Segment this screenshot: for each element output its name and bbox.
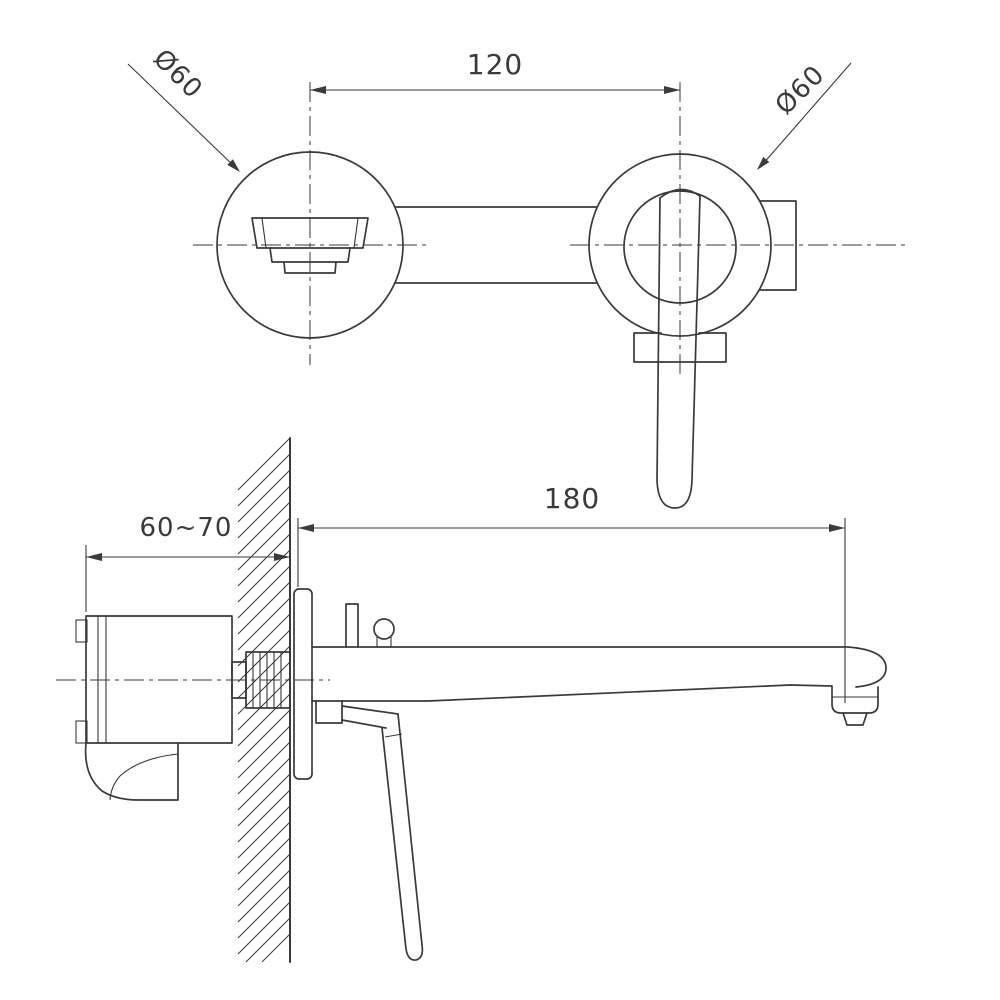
hatch-line bbox=[237, 869, 291, 923]
spout-base-block bbox=[315, 700, 343, 724]
left-escutcheon-circle bbox=[216, 151, 404, 339]
hatch-line bbox=[237, 501, 291, 555]
dimension-spout-reach: 180 bbox=[297, 482, 846, 703]
dim-left-d60-label: Ø60 bbox=[147, 44, 208, 105]
side-body-rectangle bbox=[759, 200, 797, 291]
front-view: 120 Ø60 Ø60 bbox=[127, 44, 905, 509]
hatch-line bbox=[237, 581, 291, 635]
hatch-line bbox=[237, 821, 291, 875]
dimension-right-diameter: Ø60 bbox=[757, 60, 852, 170]
dim-6070-arrow-right bbox=[274, 553, 290, 561]
dimension-wall-depth: 60~70 bbox=[85, 513, 290, 612]
hatch-line bbox=[237, 853, 291, 907]
dim-right-d60-label: Ø60 bbox=[770, 60, 831, 121]
left-escutcheon-front bbox=[216, 151, 404, 339]
hatch-line bbox=[245, 917, 291, 963]
right-escutcheon-front bbox=[588, 153, 797, 509]
dim-180-arrow-left bbox=[298, 524, 314, 532]
hatch-line bbox=[237, 469, 291, 523]
leader-right-arrow bbox=[757, 156, 770, 170]
dim-120-label: 120 bbox=[467, 48, 523, 81]
leader-left-arrow bbox=[227, 159, 240, 172]
hatch-line bbox=[237, 773, 291, 827]
concealed-valve-body bbox=[75, 615, 291, 801]
dim-6070-label: 60~70 bbox=[140, 513, 233, 543]
lever-bracket-bottom bbox=[341, 719, 387, 729]
dim-6070-arrow-left bbox=[86, 553, 102, 561]
handle-lever-front bbox=[656, 195, 701, 509]
side-view: 60~70 180 bbox=[56, 437, 887, 963]
right-escutcheon-circle bbox=[588, 153, 772, 337]
hatch-line bbox=[237, 597, 291, 651]
hatch-line bbox=[237, 565, 291, 619]
spout-step-2 bbox=[283, 261, 337, 274]
handle-base-circle bbox=[623, 190, 737, 304]
dim-180-label: 180 bbox=[544, 482, 600, 515]
dim-120-arrow-left bbox=[310, 86, 326, 94]
hatch-line bbox=[261, 933, 291, 963]
dim-120-arrow-right bbox=[664, 86, 680, 94]
hatch-line bbox=[237, 453, 291, 507]
hatch-line bbox=[237, 709, 291, 763]
dimension-left-diameter: Ø60 bbox=[127, 44, 240, 172]
lever-arm bbox=[381, 713, 424, 961]
hatch-line bbox=[237, 725, 291, 779]
spout-top-edge bbox=[311, 646, 887, 688]
hatch-line bbox=[237, 741, 291, 795]
handle-side bbox=[315, 700, 424, 961]
threaded-section bbox=[245, 651, 291, 709]
wall-flange bbox=[293, 588, 313, 780]
aerator-tip bbox=[842, 712, 868, 726]
valve-tab-bottom bbox=[75, 720, 88, 744]
aerator-body bbox=[831, 686, 879, 714]
leader-left-line bbox=[127, 63, 237, 169]
spout-band-inner-right bbox=[353, 217, 359, 249]
body-bar-front bbox=[394, 206, 598, 284]
hatch-line bbox=[237, 885, 291, 939]
elbow-inner-curve bbox=[109, 753, 179, 801]
hatch-line bbox=[237, 517, 291, 571]
elbow-outline bbox=[84, 742, 179, 801]
hatch-line bbox=[237, 485, 291, 539]
dim-180-arrow-right bbox=[829, 524, 845, 532]
spout-band-inner-left bbox=[261, 217, 267, 249]
centerlines-front bbox=[193, 82, 905, 375]
spout-outlet-band bbox=[251, 217, 369, 249]
hatch-line bbox=[237, 789, 291, 843]
valve-tab-top bbox=[75, 619, 88, 643]
spout-side bbox=[311, 603, 887, 726]
dimension-center-distance: 120 bbox=[310, 48, 680, 94]
hatch-line bbox=[237, 901, 291, 955]
hatch-line bbox=[237, 757, 291, 811]
hatch-line bbox=[237, 533, 291, 587]
spout-bottom-edge bbox=[311, 684, 833, 702]
spout-step-1 bbox=[269, 247, 351, 263]
pivot-pin bbox=[373, 618, 395, 640]
cartridge-post bbox=[345, 603, 359, 648]
hatch-line bbox=[237, 837, 291, 891]
hatch-line bbox=[237, 437, 291, 491]
lever-bracket-top bbox=[341, 705, 399, 715]
handle-pivot-top bbox=[659, 188, 701, 199]
leader-right-line bbox=[761, 62, 852, 166]
hatch-line bbox=[237, 805, 291, 859]
lever-joint-line bbox=[384, 733, 403, 738]
